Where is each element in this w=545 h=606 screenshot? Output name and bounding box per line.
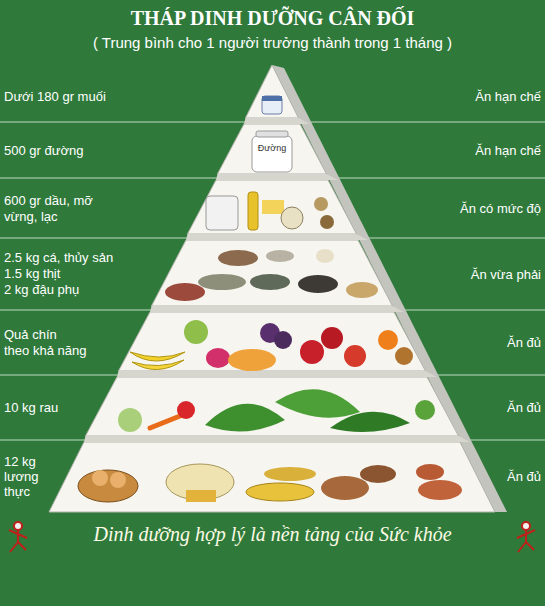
advice-label: Ăn đủ (507, 400, 541, 415)
advice-label: Ăn hạn chế (475, 89, 541, 104)
caption: Dinh dưỡng hợp lý là nền tảng của Sức kh… (0, 522, 545, 546)
advice-label: Ăn vừa phải (471, 267, 541, 282)
amount-label: vừng, lạc (4, 209, 58, 224)
subtitle: ( Trung bình cho 1 người trưởng thành tr… (0, 34, 545, 52)
amount-label: 2 kg đậu phụ (4, 282, 79, 297)
amount-label: 600 gr dầu, mỡ (4, 193, 93, 208)
advice-label: Ăn có mức độ (460, 201, 541, 216)
amount-label: theo khả năng (4, 343, 86, 358)
advice-label: Ăn hạn chế (475, 143, 541, 158)
title: THÁP DINH DƯỠNG CÂN ĐỐI (0, 6, 545, 30)
amount-label: Quả chín (4, 327, 57, 342)
advice-label: Ăn đủ (507, 335, 541, 350)
amount-label: 10 kg rau (4, 400, 58, 415)
advice-label: Ăn đủ (507, 469, 541, 484)
amount-label: 1.5 kg thịt (4, 266, 60, 281)
amount-label: 500 gr đường (4, 143, 83, 158)
amount-label: 2.5 kg cá, thủy sản (4, 250, 113, 265)
amount-label: 12 kg lương thực (4, 454, 54, 499)
amount-label: Dưới 180 gr muối (4, 89, 106, 104)
jar-label: Đường (252, 143, 292, 154)
